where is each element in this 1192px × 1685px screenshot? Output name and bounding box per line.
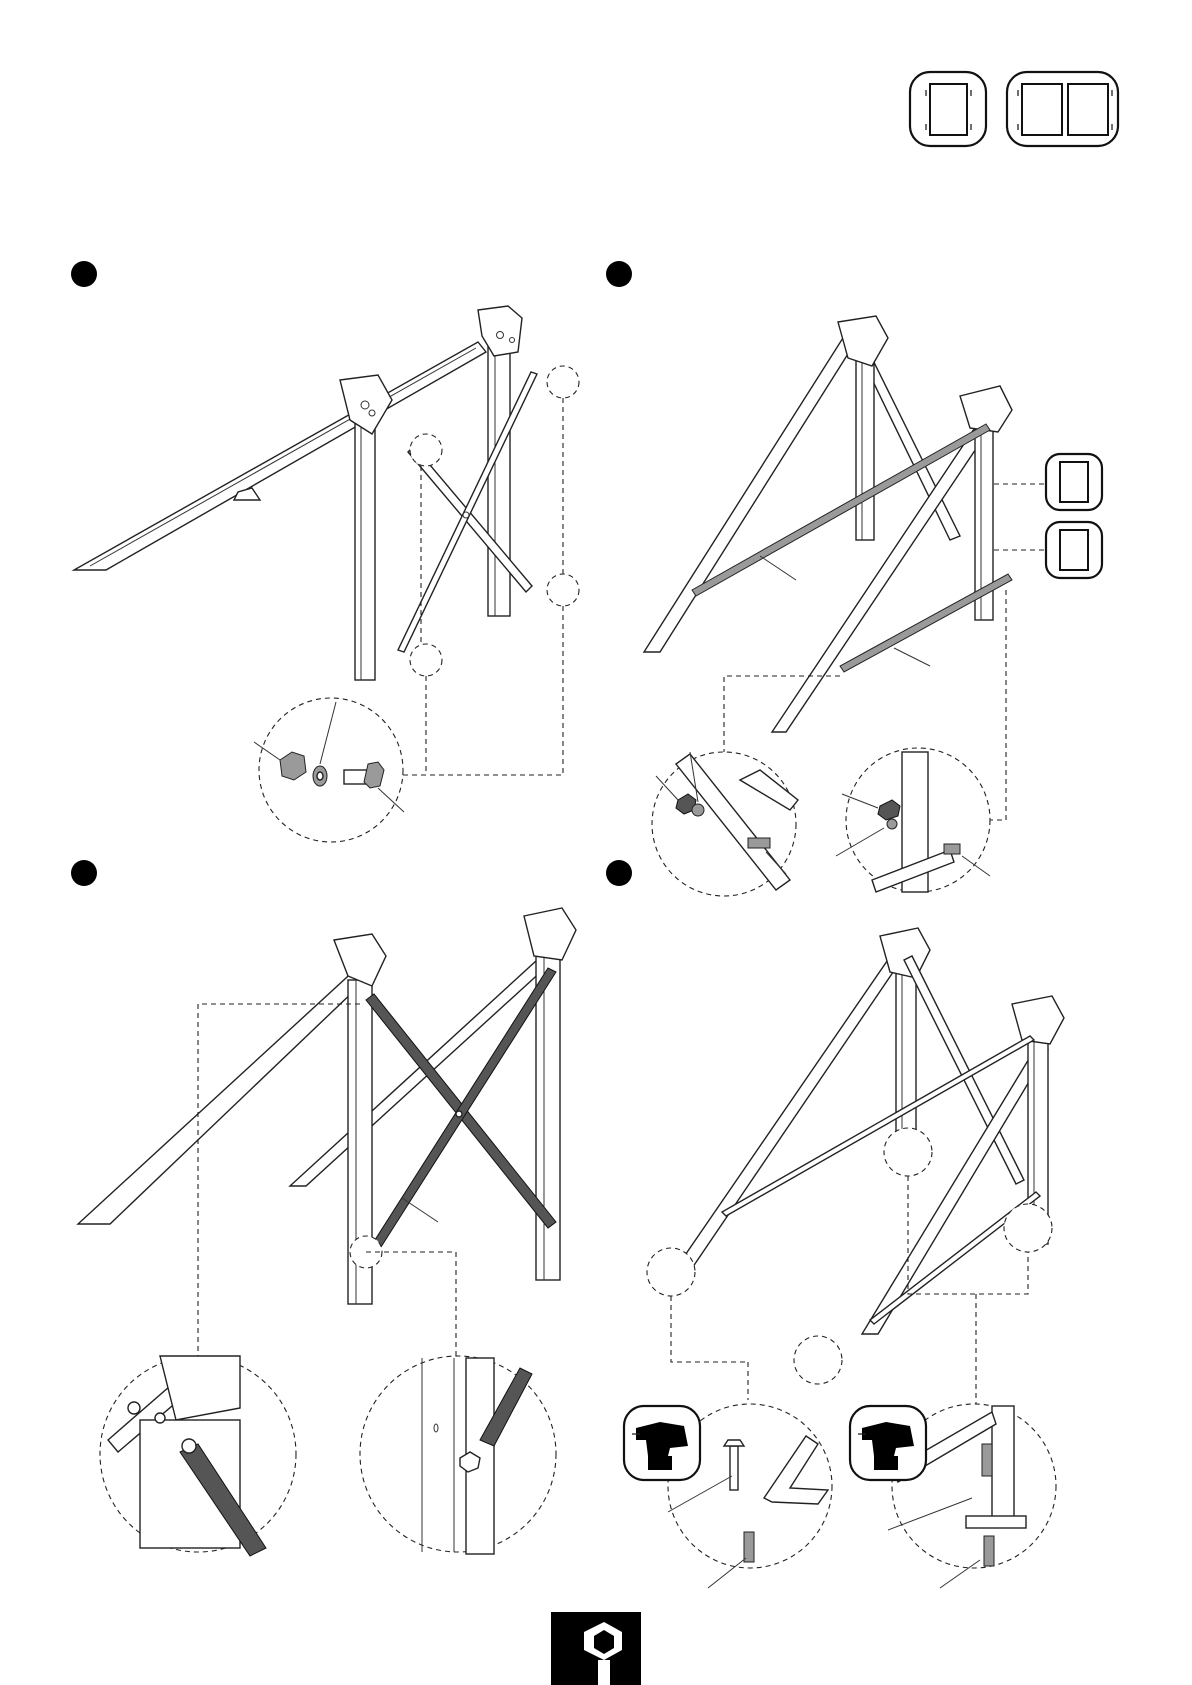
- step-2-illustration: [644, 316, 1102, 896]
- single-frame-icon: [910, 72, 986, 146]
- step-3-marker: [71, 860, 97, 886]
- double-frame-icon: [1007, 72, 1118, 146]
- step-1-illustration: [74, 306, 579, 842]
- drill-icon: [624, 1406, 700, 1480]
- step-1-marker: [71, 261, 97, 287]
- single-frame-icon: [1046, 454, 1102, 510]
- step-3-illustration: [78, 908, 576, 1556]
- step-2-marker: [606, 261, 632, 287]
- brand-logo-icon: [551, 1612, 641, 1685]
- step-4-illustration: [624, 928, 1064, 1588]
- step-4-marker: [606, 860, 632, 886]
- single-frame-icon: [1046, 522, 1102, 578]
- drill-icon: [850, 1406, 926, 1480]
